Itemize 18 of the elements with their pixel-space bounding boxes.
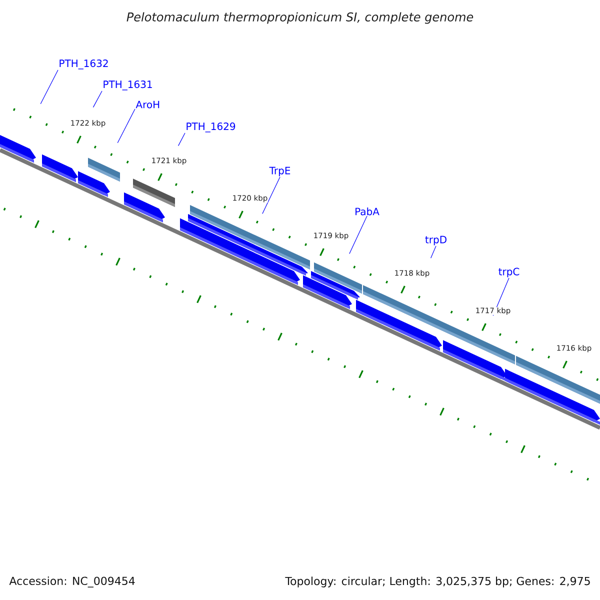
footer-text: Topology: circular; Length: 3,025,375 bp; Genes: 2,975 <box>285 576 590 588</box>
leader-line <box>178 132 186 146</box>
gene-label: PTH_1631 <box>104 80 152 90</box>
gene-label: trpC <box>498 268 520 278</box>
gene-label: PTH_1629 <box>186 122 236 132</box>
footer-text: Accession: NC_009454 <box>9 576 135 588</box>
title: Pelotomaculum thermopropionicum SI, complete genome <box>126 12 474 24</box>
gene-label: trpD <box>425 236 446 246</box>
leader-line <box>349 216 368 254</box>
leader-line <box>40 70 58 104</box>
gene-label: PTH_1632 <box>60 60 108 70</box>
leader-line <box>117 108 136 144</box>
leader-line <box>92 90 102 108</box>
gene-label: TrpE <box>269 166 290 176</box>
leader-line <box>430 246 436 258</box>
gene-label: PabA <box>356 208 380 216</box>
leader-line <box>262 176 280 214</box>
gene-label: AroH <box>136 100 160 108</box>
